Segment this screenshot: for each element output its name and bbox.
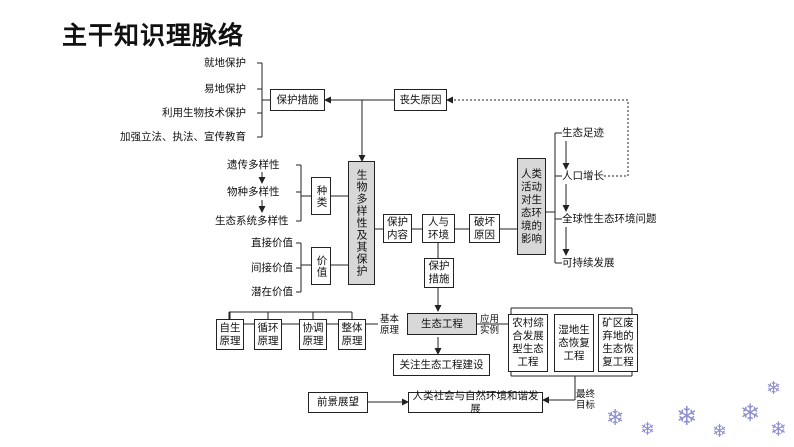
principle-cycling: 循环原理 bbox=[254, 319, 282, 350]
loss-causes-box: 丧失原因 bbox=[394, 89, 447, 111]
values-box: 价值 bbox=[311, 247, 331, 285]
right-item-sustainable: 可持续发展 bbox=[562, 257, 615, 269]
final-goal-label: 最终目标 bbox=[576, 389, 596, 411]
page-title: 主干知识理脉络 bbox=[62, 21, 245, 50]
right-item-global-issues: 全球性生态环境问题 bbox=[562, 213, 657, 225]
snowflake-icon: ❄ bbox=[640, 419, 656, 440]
protect-item-biotech: 利用生物技术保护 bbox=[162, 107, 246, 119]
human-impact-box: 人类活动对生态环境的影响 bbox=[517, 158, 546, 255]
snowflake-icon: ❄ bbox=[740, 399, 761, 427]
case-rural: 农村综合发展型生态工程 bbox=[508, 314, 548, 372]
case-wetland: 湿地生态恢复工程 bbox=[554, 314, 594, 372]
attention-box: 关注生态工程建设 bbox=[393, 354, 490, 376]
eco-protect-measures-box: 保护措施 bbox=[424, 258, 454, 288]
outlook-box: 前景展望 bbox=[308, 392, 368, 413]
protect-item-legislation: 加强立法、执法、宣传教育 bbox=[120, 131, 246, 143]
value-direct: 直接价值 bbox=[251, 237, 293, 249]
kind-ecosystem: 生态系统多样性 bbox=[215, 215, 289, 227]
protect-item-in-situ: 就地保护 bbox=[204, 57, 246, 69]
snowflake-icon: ❄ bbox=[712, 421, 728, 442]
human-env-box: 人与环境 bbox=[422, 214, 455, 243]
snowflake-icon: ❄ bbox=[770, 417, 787, 441]
eco-engineering-box: 生态工程 bbox=[407, 313, 477, 335]
application-label: 应用实例 bbox=[480, 314, 500, 336]
snowflake-icon: ❄ bbox=[766, 378, 782, 399]
harmony-box: 人类社会与自然环境和谐发展 bbox=[408, 390, 543, 415]
right-item-footprint: 生态足迹 bbox=[562, 127, 604, 139]
basic-principles-label: 基本原理 bbox=[380, 314, 400, 336]
right-item-population: 人口增长 bbox=[562, 170, 604, 182]
biodiversity-box: 生物多样性及其保护 bbox=[348, 161, 375, 285]
snowflake-icon: ❄ bbox=[676, 402, 698, 432]
protect-content-box: 保护内容 bbox=[383, 214, 412, 243]
principle-self-generation: 自生原理 bbox=[216, 319, 244, 350]
kind-species: 物种多样性 bbox=[227, 186, 280, 198]
protect-item-ex-situ: 易地保护 bbox=[204, 83, 246, 95]
value-potential: 潜在价值 bbox=[251, 286, 293, 298]
value-indirect: 间接价值 bbox=[251, 262, 293, 274]
snowflake-icon: ❄ bbox=[606, 406, 625, 431]
case-mining: 矿区废弃地的生态恢复工程 bbox=[598, 314, 638, 372]
kinds-box: 种类 bbox=[311, 177, 331, 215]
damage-causes-box: 破坏原因 bbox=[469, 214, 500, 243]
kind-genetic: 遗传多样性 bbox=[227, 159, 280, 171]
principle-coordination: 协调原理 bbox=[299, 319, 327, 350]
protect-measures-box: 保护措施 bbox=[270, 89, 325, 111]
principle-holism: 整体原理 bbox=[338, 319, 366, 350]
